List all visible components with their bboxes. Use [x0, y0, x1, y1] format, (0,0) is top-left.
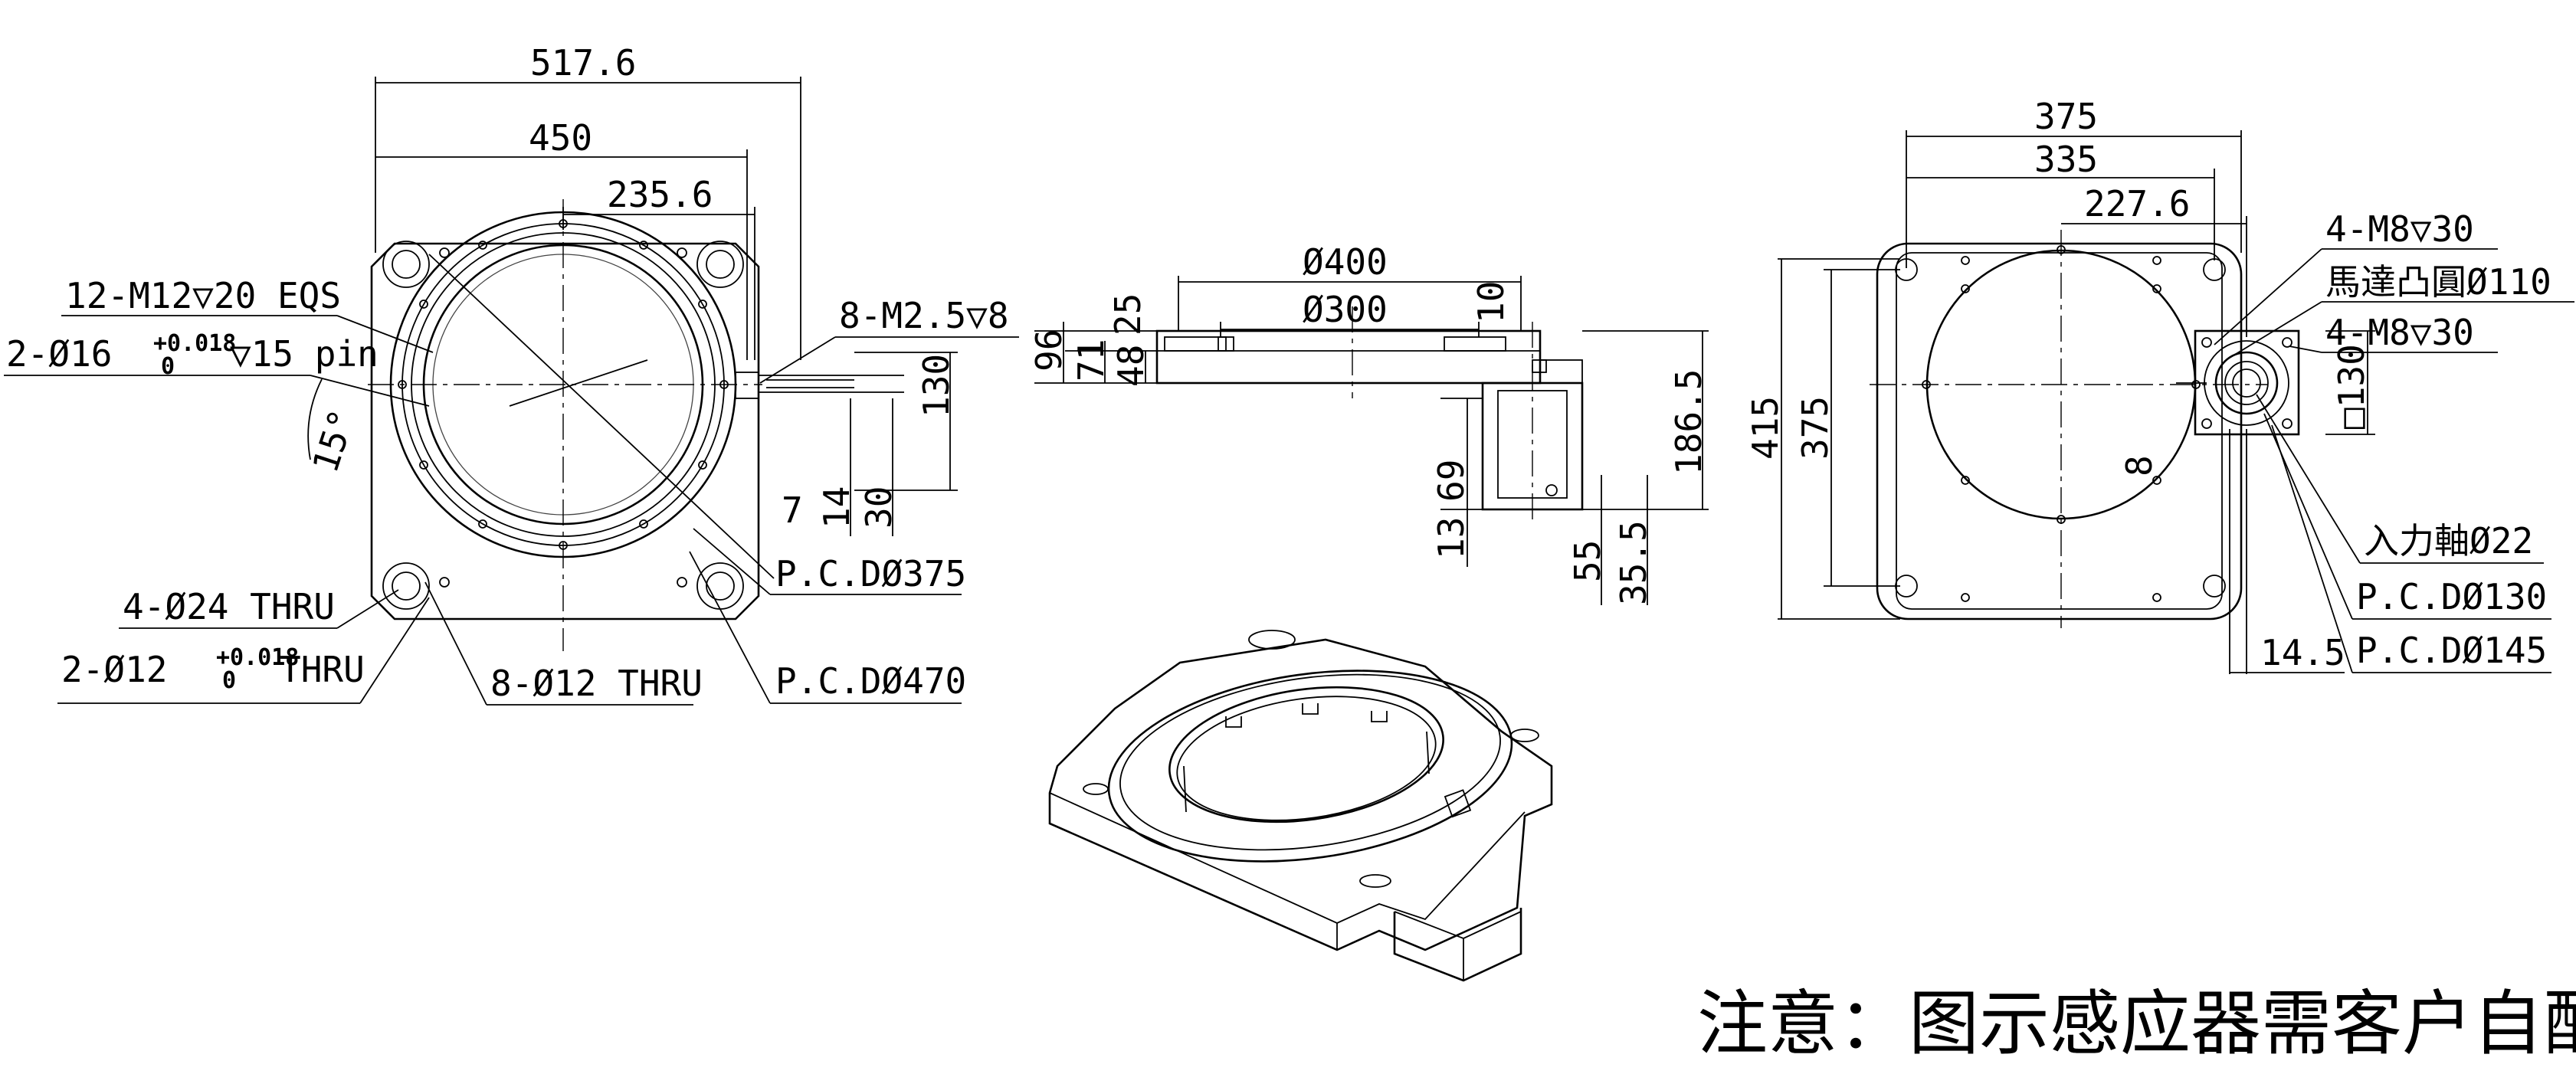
label-motor-boss: 馬達凸圓Ø110 — [2325, 261, 2551, 303]
label-pin-hole: 2-Ø16 — [6, 333, 112, 375]
top-view-housing — [370, 242, 760, 620]
dim-375-top: 375 — [2034, 96, 2098, 137]
dim-25: 25 — [1107, 293, 1149, 336]
dim-227-6: 227.6 — [2084, 183, 2190, 224]
dim-96: 96 — [1028, 329, 1070, 372]
corner-hole-tr — [706, 250, 735, 279]
angle-15: 15° — [304, 404, 363, 478]
isometric-view — [1048, 630, 1553, 982]
thru-suffix: THRU — [280, 649, 365, 690]
label-input-shaft: 入力軸Ø22 — [2364, 520, 2533, 562]
dim-450: 450 — [529, 117, 592, 159]
dim-517-6: 517.6 — [530, 42, 636, 83]
pin-tol-lower: 0 — [161, 353, 175, 380]
corner-hole-br — [706, 571, 735, 601]
dim-14-5: 14.5 — [2260, 632, 2345, 673]
side-view: Ø400 Ø300 25 10 96 71 48 186.5 69 13 55 … — [1028, 241, 1709, 605]
label-pin-depth: ▽15 pin — [230, 333, 379, 375]
dim-71: 71 — [1070, 339, 1112, 381]
corner-hole-tl — [392, 250, 421, 279]
dim-186-5: 186.5 — [1668, 369, 1709, 475]
dim-7: 7 — [782, 490, 803, 531]
dim-55: 55 — [1567, 540, 1608, 582]
dim-13: 13 — [1431, 517, 1472, 559]
label-2-d12-thru: 2-Ø12 — [61, 649, 167, 690]
thru-tol-lower: 0 — [222, 667, 236, 694]
bottom-housing — [1876, 242, 2243, 620]
dim-415: 415 — [1745, 396, 1786, 460]
dim-130: 130 — [916, 354, 957, 417]
label-8-d12-thru: 8-Ø12 THRU — [490, 663, 703, 704]
iso-sensor — [1444, 789, 1472, 818]
label-pcd-130: P.C.DØ130 — [2356, 576, 2547, 617]
label-4-d24-thru: 4-Ø24 THRU — [123, 586, 335, 627]
label-12-m12: 12-M12▽20 EQS — [65, 275, 341, 316]
thru-tol-upper: +0.018 — [216, 644, 299, 671]
dim-30: 30 — [858, 486, 900, 529]
sensor-note: 注意：图示感应器需客户自配 — [1697, 983, 2576, 1065]
dim-35-5: 35.5 — [1613, 520, 1654, 605]
label-pcd-470: P.C.DØ470 — [775, 660, 966, 702]
label-4-m8-a: 4-M8▽30 — [2325, 208, 2474, 250]
pin-tol-upper: +0.018 — [153, 330, 236, 357]
bottom-view: 375 335 227.6 415 375 8 4-M8▽30 馬達凸圓Ø110… — [1745, 96, 2574, 674]
dim-14: 14 — [816, 486, 857, 529]
dim-69: 69 — [1431, 460, 1472, 502]
iso-outer-ring — [1107, 670, 1513, 863]
dim-8: 8 — [2119, 455, 2160, 476]
dim-d400: Ø400 — [1303, 241, 1388, 283]
dim-d300: Ø300 — [1303, 289, 1388, 330]
top-view: 517.6 450 235.6 130 7 14 30 12-M12▽20 EQ… — [4, 42, 1019, 706]
dim-335: 335 — [2034, 139, 2098, 180]
dim-sq-130: □130 — [2331, 344, 2372, 429]
dim-10: 10 — [1470, 281, 1512, 323]
iso-inner-bore — [1168, 686, 1444, 824]
dim-235-6: 235.6 — [607, 174, 713, 215]
label-pcd-375: P.C.DØ375 — [775, 553, 966, 594]
sensor-bracket — [735, 372, 759, 399]
label-pcd-145: P.C.DØ145 — [2356, 630, 2547, 671]
dim-375-side: 375 — [1794, 396, 1836, 460]
top-bolt-holes — [398, 219, 729, 588]
dim-48: 48 — [1110, 345, 1152, 387]
label-8-m2-5: 8-M2.5▽8 — [839, 295, 1009, 336]
corner-hole-bl — [392, 571, 421, 601]
side-flange — [1155, 329, 1542, 385]
iso-base — [1048, 638, 1553, 951]
